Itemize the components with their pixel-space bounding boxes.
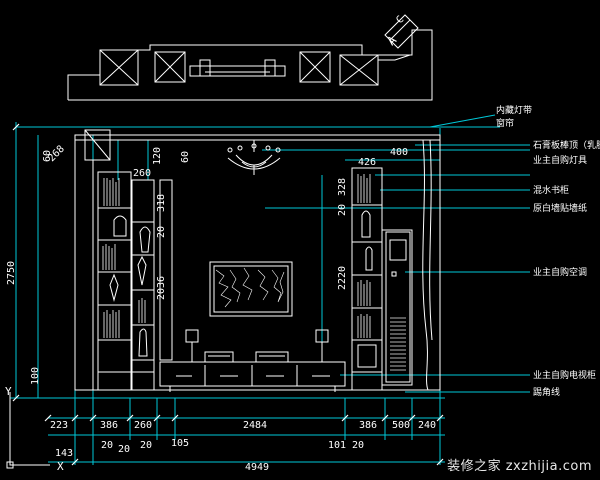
- section-label: A: [384, 33, 400, 49]
- dim-4949: 4949: [245, 462, 269, 473]
- dim-105: 105: [171, 438, 189, 449]
- dim-426: 426: [358, 157, 376, 168]
- tv-screen: [209, 261, 293, 317]
- dim-386-left: 386: [100, 420, 118, 431]
- dim-143: 143: [55, 448, 73, 459]
- dim-20-b: 20: [118, 444, 130, 455]
- note-curtain: 窗帘: [496, 117, 514, 129]
- dim-240: 240: [418, 420, 436, 431]
- air-conditioner: [385, 231, 411, 383]
- ucs-icon: [6, 392, 50, 469]
- dim-2750: 2750: [6, 261, 17, 285]
- watermark: 装修之家 zxzhijia.com: [447, 459, 592, 474]
- dim-500: 500: [392, 420, 410, 431]
- dim-20-right: 20: [337, 204, 348, 216]
- note-owner-lamp: 业主自购灯具: [533, 154, 587, 166]
- dim-100: 100: [30, 367, 41, 385]
- note-wallpaper: 原白墙贴墙纸: [533, 202, 587, 214]
- ceiling-plan: [67, 14, 433, 101]
- dim-20-c: 20: [140, 440, 152, 451]
- dim-328: 328: [337, 178, 348, 196]
- note-air-conditioner: 业主自购空调: [533, 266, 587, 278]
- dim-20-d: 20: [352, 440, 364, 451]
- axis-label-y: Y: [5, 385, 12, 398]
- dim-20-a: 20: [101, 440, 113, 451]
- dim-223: 223: [50, 420, 68, 431]
- tick-marks: [12, 123, 444, 466]
- dim-120: 120: [152, 147, 163, 165]
- tv-cabinet: [159, 329, 346, 392]
- note-bookcase: 混水书柜: [533, 184, 569, 196]
- dim-260-top: 260: [133, 168, 151, 179]
- dim-386-right: 386: [359, 420, 377, 431]
- dim-20-shelf: 20: [156, 226, 167, 238]
- note-baseboard: 踢角线: [533, 386, 560, 398]
- dim-2484: 2484: [243, 420, 267, 431]
- dim-60-left: 60: [42, 150, 53, 162]
- dim-101: 101: [328, 440, 346, 451]
- dim-400: 400: [390, 147, 408, 158]
- annotation-labels: 内藏灯带 窗帘 石膏板棒顶（乳胶漆 业主自购灯具 混水书柜 原白墙贴墙纸 业主自…: [496, 104, 600, 398]
- note-hidden-light-strip: 内藏灯带: [496, 104, 532, 116]
- axis-label-x: X: [57, 460, 64, 473]
- dim-318: 318: [156, 194, 167, 212]
- dim-2220: 2220: [337, 266, 348, 290]
- dim-260-bottom: 260: [134, 420, 152, 431]
- bookcase-right: [351, 167, 413, 391]
- dimension-labels: 223 386 260 2484 386 500 240 143 20 20 2…: [6, 144, 436, 473]
- note-gypsum-ceiling: 石膏板棒顶（乳胶漆: [533, 139, 600, 151]
- dim-2036: 2036: [156, 276, 167, 300]
- chandelier: [227, 140, 281, 175]
- note-tv-cabinet: 业主自购电视柜: [533, 369, 596, 381]
- dimension-lines: [10, 114, 530, 465]
- dim-60-mid: 60: [180, 151, 191, 163]
